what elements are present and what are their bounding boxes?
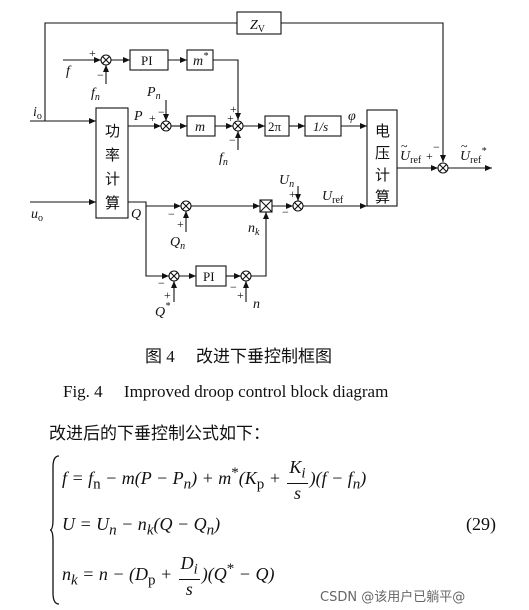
svg-text:+: + [426,149,433,163]
equation-number: (29) [466,514,496,534]
svg-text:−: − [230,280,237,294]
io-label: io [33,105,42,122]
svg-text:+: + [164,288,171,302]
uref-tilde-label: Uref [400,149,422,166]
phi-label: φ [348,109,356,124]
f-label: f [66,64,72,79]
equation-brace [49,455,60,605]
svg-text:−: − [433,140,440,154]
svg-text:功: 功 [105,122,120,140]
sign-labels: + − + − + + − − + + − − + − + + − [89,46,440,302]
p-label: P [133,109,143,124]
qn-label: Qn [170,235,185,252]
m-star-label: m* [193,51,208,69]
svg-text:+: + [230,102,237,116]
svg-text:计: 计 [105,170,120,188]
svg-text:+: + [177,217,184,231]
uo-label: uo [31,207,43,224]
un-label: Un [279,173,294,190]
svg-text:−: − [158,276,165,290]
two-pi-label: 2π [268,119,282,134]
pn-label: Pn [146,85,161,102]
nk-line [251,212,269,277]
svg-text:−: − [158,105,165,119]
m-label: m [195,120,205,135]
svg-text:算: 算 [105,194,120,212]
svg-text:电: 电 [375,122,390,140]
m-star-to-sum-line [213,59,241,120]
nk-label: nk [248,221,260,238]
zv-label: ZV [250,18,266,35]
figure-caption-cn: 图 4 改进下垂控制框图 [145,347,332,366]
zv-to-output-sum-line [281,22,446,162]
power-calc-block [95,107,129,219]
svg-text:+: + [227,111,234,125]
uref-label: Uref [322,189,344,206]
q-line [128,201,181,209]
svg-text:算: 算 [375,188,390,206]
fn-top-label: fn [91,86,100,103]
qstar-label: Q* [155,301,170,320]
pi-top-label: PI [141,53,153,68]
watermark: CSDN @该用户已躺平@ [320,590,466,605]
fn-mid-label: fn [219,151,228,168]
integrator-label: 1/s [313,119,328,134]
n-label: n [253,297,260,312]
tilde-mark-2: ~ [461,139,468,153]
tilde-mark-1: ~ [401,139,408,153]
droop-control-block-diagram: ZV PI m* m 2π 1/s PI 功 率 计 算 电 压 计 算 f f… [30,11,492,320]
svg-text:+: + [89,46,96,60]
svg-text:+: + [289,187,296,201]
q-label: Q [131,207,141,222]
power-calc-label: 功 率 计 算 [105,122,120,212]
svg-text:−: − [168,207,175,221]
svg-text:−: − [229,133,236,147]
pi-bottom-label: PI [203,269,215,284]
svg-text:计: 计 [375,166,390,184]
io-to-zv-line [44,22,237,121]
svg-text:压: 压 [375,144,390,162]
svg-text:率: 率 [105,146,120,164]
svg-text:−: − [97,68,104,82]
voltage-calc-label: 电 压 计 算 [375,122,390,206]
svg-text:+: + [237,288,244,302]
figure-caption-en: Fig. 4 Improved droop control block diag… [63,382,389,401]
equation-2: U = Un − nk(Q − Qn) [62,514,221,539]
uref-tilde-star-label: Uref* [460,146,486,166]
intro-text: 改进后的下垂控制公式如下： [49,424,270,444]
svg-text:−: − [282,205,289,219]
voltage-calc-block [366,109,398,207]
svg-text:+: + [149,111,156,125]
